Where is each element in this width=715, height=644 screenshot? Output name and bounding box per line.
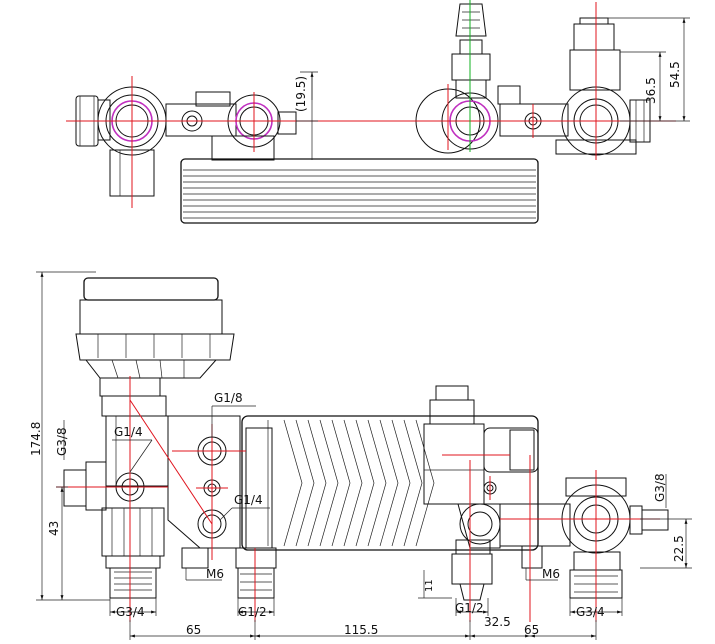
front-dimensions: 174.8 43 G3/8 22.5 G3/8 11 G1/8 G1/4 (29, 271, 692, 640)
thread-g34-right: G3/4 (576, 605, 605, 619)
dim-height-port: 36.5 (644, 77, 658, 104)
thread-g18: G1/8 (214, 391, 243, 405)
dim-115-5: 115.5 (344, 623, 378, 637)
thread-m6-right: M6 (542, 567, 560, 581)
thread-g12-left: G1/2 (238, 605, 267, 619)
top-left-manifold (75, 86, 297, 197)
dim-small: 11 (424, 579, 435, 592)
top-view: (19.5) 54.5 36.5 (66, 0, 690, 224)
dim-right-height: 22.5 (672, 535, 686, 562)
thread-g38-left: G3/8 (55, 427, 69, 456)
top-plate (180, 158, 539, 224)
dim-port-height: 43 (47, 521, 61, 536)
thread-g34-left: G3/4 (116, 605, 145, 619)
dim-65-left: 65 (186, 623, 201, 637)
thread-g38-right: G3/8 (653, 473, 667, 502)
thread-m6-left: M6 (206, 567, 224, 581)
thread-g12-right: G1/2 (455, 601, 484, 615)
front-view: 174.8 43 G3/8 22.5 G3/8 11 G1/8 G1/4 (29, 271, 692, 640)
top-dimensions: (19.5) 54.5 36.5 (294, 17, 690, 160)
dim-height-total: 54.5 (668, 61, 682, 88)
dim-overall-height: 174.8 (29, 422, 43, 456)
thread-g14-lower: G1/4 (234, 493, 263, 507)
thread-g14-upper: G1/4 (114, 425, 143, 439)
dim-65-right: 65 (524, 623, 539, 637)
top-centerlines (66, 0, 676, 208)
front-centerlines (56, 376, 660, 622)
front-plate (241, 415, 539, 551)
dim-32-5: 32.5 (484, 615, 511, 629)
front-right-valve (423, 385, 669, 601)
dim-offset: (19.5) (294, 76, 308, 112)
front-left-valve (63, 277, 277, 599)
